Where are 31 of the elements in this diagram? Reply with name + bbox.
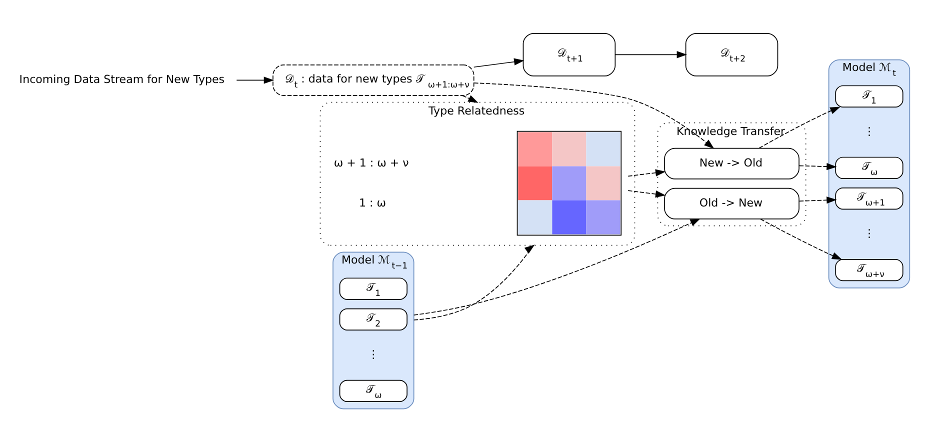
arrow xyxy=(236,76,274,84)
node-box: Old -> New xyxy=(664,187,800,219)
label: ⋮ xyxy=(864,226,875,240)
node-box: 𝒟$_{t+2}$ xyxy=(685,32,778,76)
label: ω + 1 : ω + ν xyxy=(334,156,409,170)
arrow xyxy=(798,162,837,170)
arrow xyxy=(628,168,666,176)
node-box: 𝒯$_{ω+1}$ xyxy=(835,186,904,210)
label: ⋮ xyxy=(368,348,379,361)
node-box: 𝒯$_{ω}$ xyxy=(835,156,904,178)
arrow xyxy=(628,190,666,198)
node-box: 𝒯$_{1}$ xyxy=(339,277,408,300)
arrow xyxy=(614,50,688,58)
node-box: New -> Old xyxy=(664,147,800,179)
node-box: 𝒯$_{2}$ xyxy=(339,308,408,330)
label: ⋮ xyxy=(864,124,875,138)
arrow xyxy=(798,196,837,204)
arrow xyxy=(760,218,842,260)
label: 1 : ω xyxy=(358,196,386,210)
arrow xyxy=(413,244,535,320)
node-box: 𝒟$_{t}$ : data for new types 𝒯$_{ω+1:ω+ν}$ xyxy=(272,64,474,96)
arrow xyxy=(413,218,700,315)
node-box: 𝒯$_{ω+ν}$ xyxy=(835,258,904,281)
arrow xyxy=(473,58,524,68)
arrow xyxy=(758,106,840,148)
arrow xyxy=(474,82,714,148)
node-box: 𝒯$_{1}$ xyxy=(835,84,904,107)
node-text: Incoming Data Stream for New Types xyxy=(19,72,225,86)
node-box: 𝒟$_{t+1}$ xyxy=(522,32,616,76)
node-box: 𝒯$_{ω}$ xyxy=(339,379,408,402)
arrow xyxy=(462,94,478,102)
